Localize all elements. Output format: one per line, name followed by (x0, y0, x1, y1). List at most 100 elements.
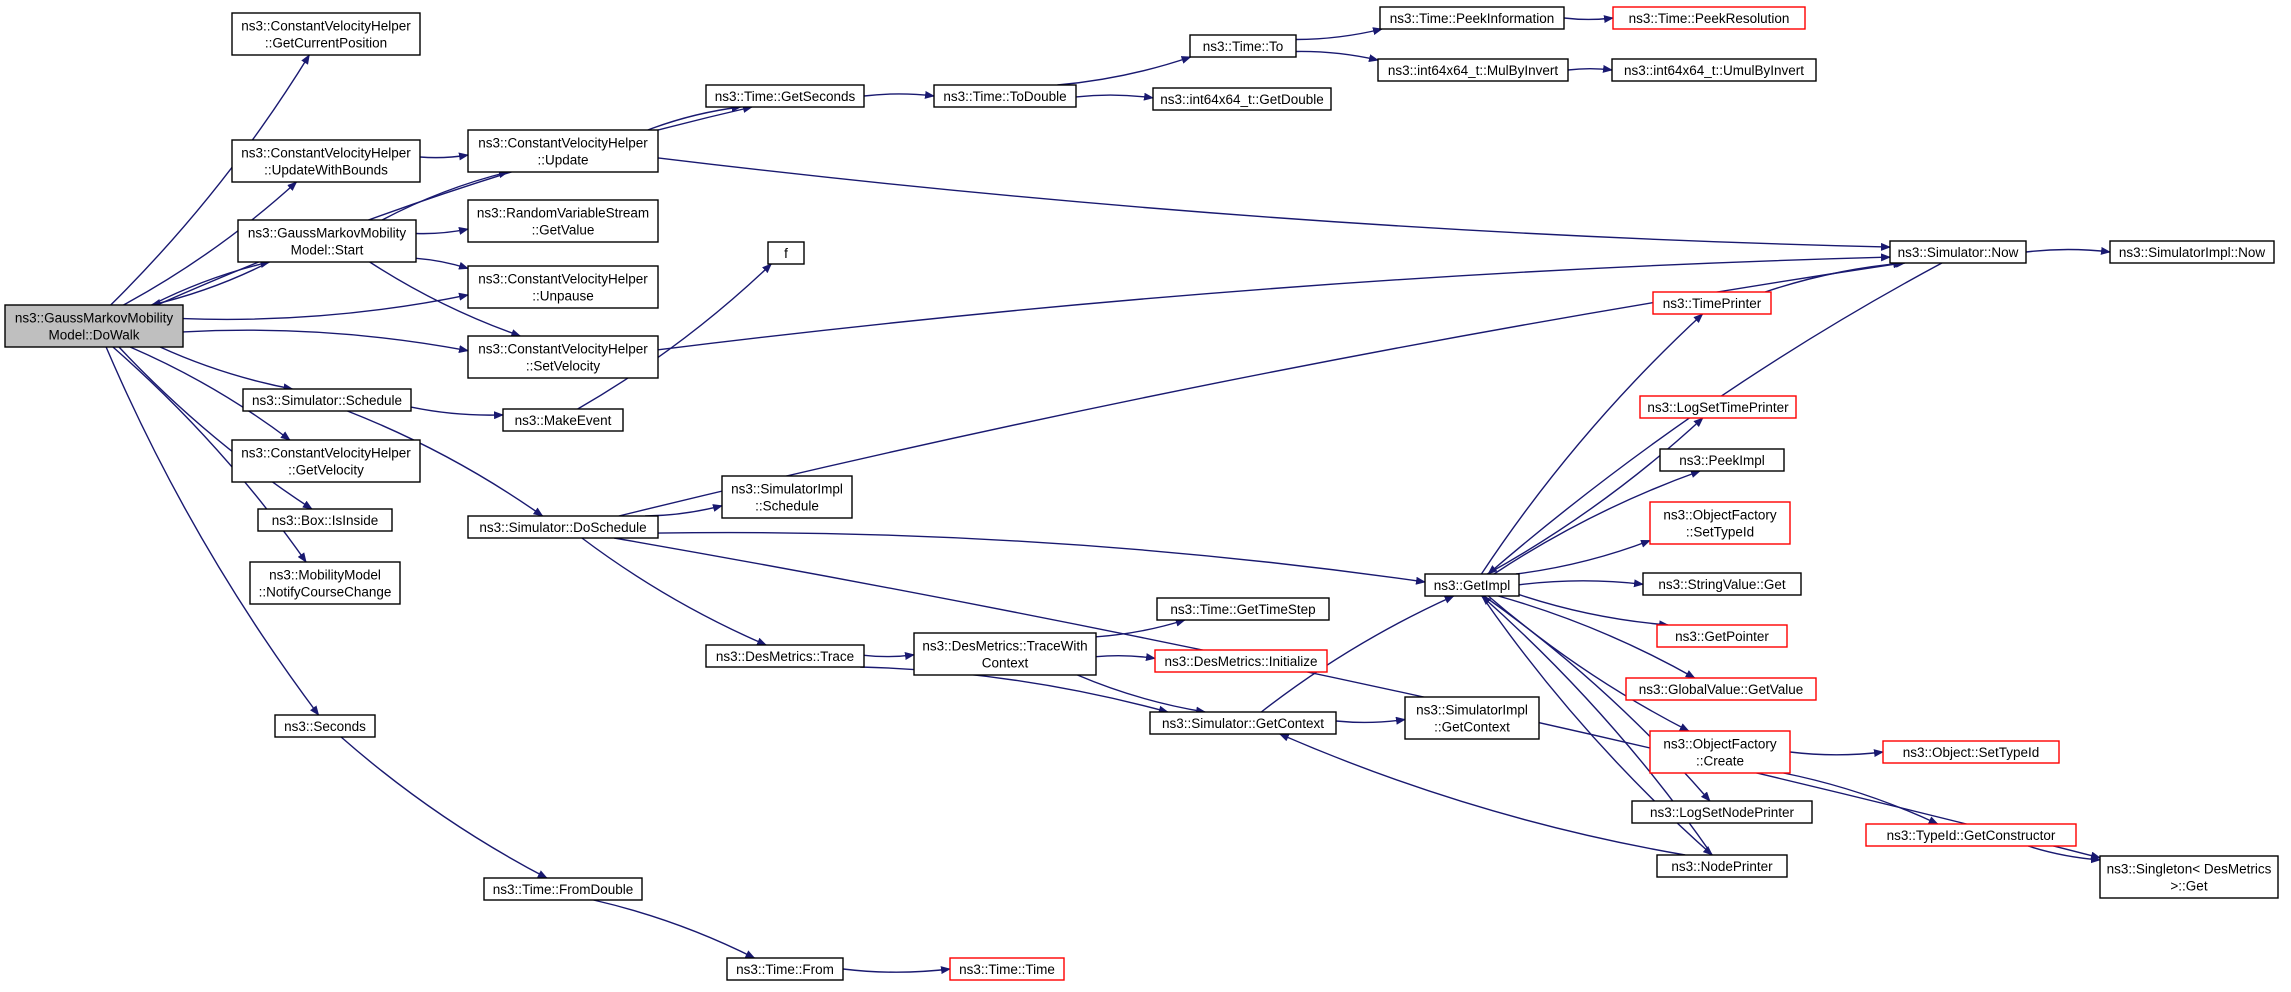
node-label: >::Get (2170, 879, 2207, 894)
node-setvel[interactable]: ns3::ConstantVelocityHelper::SetVelocity (467, 335, 659, 379)
node-timefrom[interactable]: ns3::Time::From (726, 957, 844, 981)
node-logsettp[interactable]: ns3::LogSetTimePrinter (1639, 395, 1797, 419)
node-label: ns3::ObjectFactory (1663, 508, 1777, 523)
node-label: ns3::GaussMarkovMobility (15, 311, 174, 326)
node-getvel[interactable]: ns3::ConstantVelocityHelper::GetVelocity (231, 439, 421, 483)
nodes: ns3::GaussMarkovMobilityModel::DoWalkns3… (4, 6, 2279, 981)
node-notify[interactable]: ns3::MobilityModel::NotifyCourseChange (249, 561, 401, 605)
node-ofcreate[interactable]: ns3::ObjectFactory::Create (1649, 730, 1791, 774)
node-logsetnp[interactable]: ns3::LogSetNodePrinter (1631, 800, 1813, 824)
edge-dowalk-to-unpause (182, 292, 469, 321)
node-rvsget[interactable]: ns3::RandomVariableStream::GetValue (467, 199, 659, 243)
node-i64getdouble[interactable]: ns3::int64x64_t::GetDouble (1152, 87, 1332, 111)
node-schedule[interactable]: ns3::Simulator::Schedule (242, 388, 412, 412)
node-ofsettypeid[interactable]: ns3::ObjectFactory::SetTypeId (1649, 501, 1791, 545)
node-makeevent[interactable]: ns3::MakeEvent (502, 408, 624, 432)
node-todouble[interactable]: ns3::Time::ToDouble (933, 84, 1077, 108)
node-box (231, 12, 421, 56)
node-getseconds[interactable]: ns3::Time::GetSeconds (705, 84, 865, 108)
edge-peekinfo-to-peekres (1563, 15, 1614, 24)
edge-getimpl-to-getpointer (1518, 593, 1670, 629)
node-box (4, 304, 184, 348)
node-simimplnow[interactable]: ns3::SimulatorImpl::Now (2109, 240, 2275, 264)
node-updwb[interactable]: ns3::ConstantVelocityHelper::UpdateWithB… (231, 139, 421, 183)
node-label: ns3::PeekImpl (1679, 453, 1765, 468)
node-box (467, 335, 659, 379)
node-label: ns3::int64x64_t::UmulByInvert (1624, 63, 1804, 78)
node-box (1865, 823, 2077, 847)
node-typeidgetctor[interactable]: ns3::TypeId::GetConstructor (1865, 823, 2077, 847)
node-timeto[interactable]: ns3::Time::To (1189, 34, 1297, 58)
edge-start-to-dowalk (150, 261, 270, 307)
node-unpause[interactable]: ns3::ConstantVelocityHelper::Unpause (467, 265, 659, 309)
node-isinside[interactable]: ns3::Box::IsInside (257, 508, 393, 532)
node-peekinfo[interactable]: ns3::Time::PeekInformation (1379, 6, 1565, 30)
node-strvalget[interactable]: ns3::StringValue::Get (1642, 572, 1802, 596)
edge-dowalk-to-start (151, 260, 271, 306)
node-getpointer[interactable]: ns3::GetPointer (1656, 624, 1788, 648)
node-label: ns3::DesMetrics::TraceWith (922, 639, 1087, 654)
node-label: Model::Start (291, 243, 364, 258)
node-box (1611, 58, 1817, 82)
node-peekimpl[interactable]: ns3::PeekImpl (1659, 448, 1785, 472)
node-getcurpos[interactable]: ns3::ConstantVelocityHelper::GetCurrentP… (231, 12, 421, 56)
node-dminit[interactable]: ns3::DesMetrics::Initialize (1154, 649, 1328, 673)
node-timeprinter[interactable]: ns3::TimePrinter (1652, 291, 1772, 315)
node-box (1659, 448, 1785, 472)
node-simimplgetctx[interactable]: ns3::SimulatorImpl::GetContext (1404, 696, 1540, 740)
node-simnow[interactable]: ns3::Simulator::Now (1889, 240, 2027, 264)
node-box (721, 475, 853, 519)
node-label: ns3::Time::GetSeconds (715, 89, 856, 104)
node-nodeprinter[interactable]: ns3::NodePrinter (1656, 854, 1788, 878)
node-box (1149, 711, 1337, 735)
edge-start-to-update (381, 170, 509, 221)
node-box (726, 957, 844, 981)
node-label: Context (982, 656, 1029, 671)
node-label: ns3::MobilityModel (269, 568, 381, 583)
node-box (231, 439, 421, 483)
node-gettimestep[interactable]: ns3::Time::GetTimeStep (1156, 597, 1330, 621)
edge-start-to-setvel (369, 261, 522, 337)
node-objsettypeid[interactable]: ns3::Object::SetTypeId (1882, 740, 2060, 764)
node-mulbyinvert[interactable]: ns3::int64x64_t::MulByInvert (1377, 58, 1569, 82)
node-dmtrace[interactable]: ns3::DesMetrics::Trace (705, 644, 865, 668)
node-update[interactable]: ns3::ConstantVelocityHelper::Update (467, 129, 659, 173)
node-peekres[interactable]: ns3::Time::PeekResolution (1612, 6, 1806, 30)
node-box (1152, 87, 1332, 111)
node-box (767, 241, 805, 265)
node-singleton[interactable]: ns3::Singleton< DesMetrics >::Get (2099, 855, 2279, 899)
node-fromdouble[interactable]: ns3::Time::FromDouble (483, 877, 643, 901)
node-f[interactable]: f (767, 241, 805, 265)
edge-start-to-rvsget (415, 226, 469, 235)
edge-ofcreate-to-typeidgetctor (1783, 772, 1939, 825)
edge-update-to-getseconds (647, 104, 742, 131)
edge-tracewith-to-getcontext (1077, 674, 1207, 715)
node-box (1652, 291, 1772, 315)
node-label: ns3::SimulatorImpl::Now (2119, 245, 2266, 260)
edge-getimpl-to-nodeprinter (1481, 595, 1713, 856)
node-seconds[interactable]: ns3::Seconds (274, 714, 376, 738)
node-label: ns3::LogSetNodePrinter (1650, 805, 1795, 820)
node-timetime[interactable]: ns3::Time::Time (949, 957, 1065, 981)
node-umulbyinvert[interactable]: ns3::int64x64_t::UmulByInvert (1611, 58, 1817, 82)
node-getcontext[interactable]: ns3::Simulator::GetContext (1149, 711, 1337, 735)
node-box (467, 129, 659, 173)
node-label: ns3::NodePrinter (1671, 859, 1773, 874)
node-label: ::SetTypeId (1686, 525, 1754, 540)
node-getimpl[interactable]: ns3::GetImpl (1424, 573, 1520, 597)
edge-ofcreate-to-objsettypeid (1789, 749, 1884, 758)
node-simimplsched[interactable]: ns3::SimulatorImpl::Schedule (721, 475, 853, 519)
node-box (237, 219, 417, 263)
node-label: ns3::TypeId::GetConstructor (1887, 828, 2056, 843)
node-box (502, 408, 624, 432)
node-gvgetvalue[interactable]: ns3::GlobalValue::GetValue (1625, 677, 1817, 701)
node-label: ns3::ConstantVelocityHelper (241, 446, 411, 461)
node-label: ns3::GetPointer (1675, 629, 1769, 644)
node-doschedule[interactable]: ns3::Simulator::DoSchedule (467, 515, 659, 539)
node-label: ::Unpause (532, 289, 594, 304)
node-label: ns3::Box::IsInside (272, 513, 379, 528)
